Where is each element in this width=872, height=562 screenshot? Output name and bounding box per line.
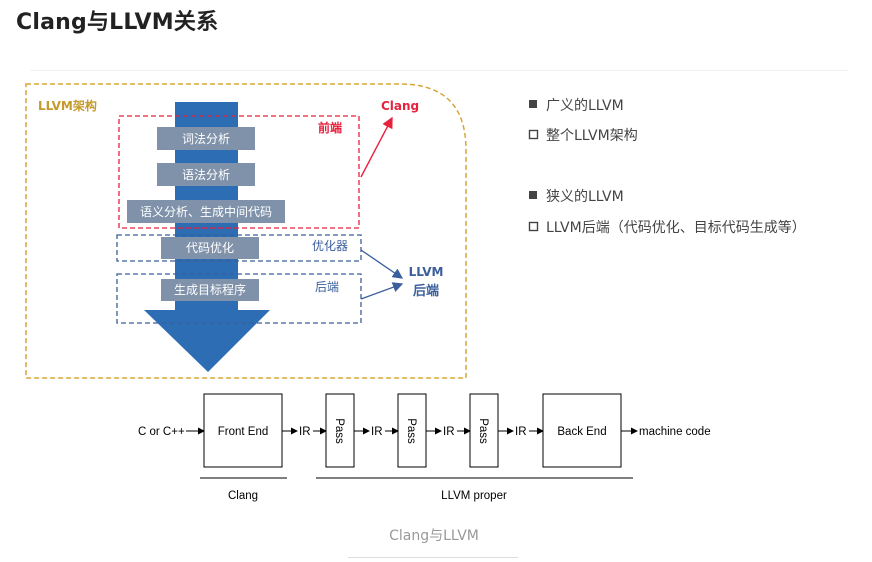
stage-syntax: 语法分析: [157, 163, 255, 186]
back-end-label: Back End: [557, 426, 606, 438]
stage-codegen-label: 生成目标程序: [174, 282, 246, 297]
divider: [30, 70, 848, 71]
pass-box: [469, 393, 499, 468]
pipeline: C or C++ Front End IR Pass IR Pass IR Pa…: [138, 393, 711, 502]
front-end-box: [203, 393, 283, 468]
figure-caption: Clang与LLVM: [389, 528, 479, 544]
pipeline-input-label: C or C++: [138, 426, 185, 438]
clang-group-label: Clang: [228, 490, 258, 502]
llvm-proper-group-label: LLVM proper: [441, 490, 507, 502]
frontend-label: 前端: [318, 120, 342, 135]
hollow-square-icon: [528, 129, 539, 140]
llvm-architecture-frame: [25, 83, 467, 379]
legend-item-label: 整个LLVM架构: [546, 128, 638, 144]
ir-label: IR: [515, 426, 527, 438]
page-heading: Clang与LLVM关系: [16, 10, 219, 35]
back-end-box: [542, 393, 622, 468]
backend-to-llvm-arrow: [360, 282, 404, 300]
frontend-region: [118, 115, 360, 229]
front-end-label: Front End: [218, 426, 269, 438]
pass-label: Pass: [477, 418, 489, 444]
stage-syntax-label: 语法分析: [182, 168, 230, 182]
pass-label: Pass: [405, 418, 417, 444]
legend-item-label: 狭义的LLVM: [546, 189, 624, 205]
ir-label: IR: [299, 426, 311, 438]
llvm-backend-label-line2: 后端: [413, 283, 439, 299]
optimizer-region: [116, 234, 362, 262]
llvm-architecture-label: LLVM架构: [38, 98, 97, 113]
clang-arch-label: Clang: [381, 99, 419, 113]
clang-arrow: [360, 116, 393, 178]
filled-square-icon: [529, 191, 537, 199]
backend-label: 后端: [315, 280, 339, 294]
stage-semantic-label: 语义分析、生成中间代码: [140, 204, 272, 219]
stage-lexical: 词法分析: [157, 127, 255, 150]
legend: 广义的LLVM 整个LLVM架构 狭义的LLVM LLVM后端（代码优化、目标代…: [528, 98, 806, 236]
stage-codegen: 生成目标程序: [161, 279, 259, 301]
pipeline-output-label: machine code: [639, 426, 711, 438]
ir-label: IR: [443, 426, 455, 438]
ir-label: IR: [371, 426, 383, 438]
legend-item-label: 广义的LLVM: [546, 98, 624, 114]
optimizer-to-llvm-arrow: [360, 249, 404, 279]
stage-optimize: 代码优化: [161, 237, 259, 259]
pass-label: Pass: [333, 418, 345, 444]
hollow-square-icon: [528, 221, 539, 232]
caption-underline: [348, 557, 518, 558]
filled-square-icon: [529, 100, 537, 108]
llvm-backend-label-line1: LLVM: [409, 265, 444, 279]
stage-semantic: 语义分析、生成中间代码: [127, 200, 285, 223]
legend-item-label: LLVM后端（代码优化、目标代码生成等）: [546, 219, 806, 236]
stage-lexical-label: 词法分析: [182, 132, 230, 146]
stage-optimize-label: 代码优化: [186, 241, 234, 255]
optimizer-label: 优化器: [312, 239, 348, 253]
